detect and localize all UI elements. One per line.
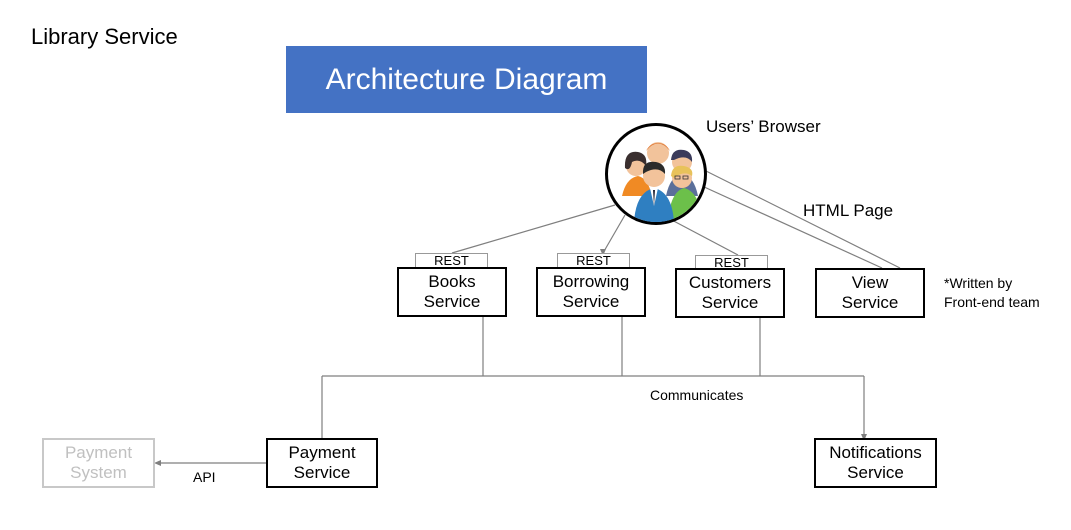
diagram-title: Architecture Diagram xyxy=(325,62,608,96)
page-title: Library Service xyxy=(31,24,178,49)
payment-system-line2: System xyxy=(70,463,127,482)
edge-browser-borrowing xyxy=(602,214,626,254)
payment-system-line1: Payment xyxy=(64,443,133,462)
front-end-note-line2: Front-end team xyxy=(944,294,1040,310)
front-end-note: *Written by Front-end team xyxy=(944,274,1040,312)
view-service-line2: Service xyxy=(841,293,899,312)
payment-system-box: Payment System xyxy=(42,438,155,488)
edge-browser-view-b xyxy=(701,185,883,269)
customers-service-line2: Service xyxy=(701,293,759,312)
borrowing-service-line2: Service xyxy=(562,292,620,311)
payment-service-box: Payment Service xyxy=(266,438,378,488)
api-label: API xyxy=(193,469,216,485)
edge-browser-view-a xyxy=(703,169,901,269)
notifications-service-line2: Service xyxy=(847,463,904,482)
notifications-service-box: Notifications Service xyxy=(814,438,937,488)
users-group-icon xyxy=(605,123,707,225)
books-service-line2: Service xyxy=(423,292,481,311)
view-service-box: View Service xyxy=(815,268,925,318)
customers-service-box: Customers Service xyxy=(675,268,785,318)
arrowhead-api xyxy=(154,460,161,466)
payment-service-line1: Payment xyxy=(288,443,356,462)
borrowing-service-line1: Borrowing xyxy=(552,272,630,291)
customers-service-line1: Customers xyxy=(688,273,772,292)
payment-service-line2: Service xyxy=(293,463,351,482)
communicates-label: Communicates xyxy=(650,387,744,403)
arrowhead-notifications xyxy=(861,434,867,441)
browser-label: Users’ Browser xyxy=(706,117,821,136)
books-service-line1: Books xyxy=(428,272,476,291)
notifications-service-line1: Notifications xyxy=(829,443,922,462)
edge-browser-customers xyxy=(667,217,739,256)
rest-tag-books: REST xyxy=(415,253,488,268)
rest-tag-customers: REST xyxy=(695,255,768,270)
borrowing-service-box: Borrowing Service xyxy=(536,267,646,317)
view-service-line1: View xyxy=(851,273,889,292)
books-service-box: Books Service xyxy=(397,267,507,317)
arrowhead-borrowing xyxy=(600,249,606,256)
edge-browser-books xyxy=(451,204,616,254)
html-page-label: HTML Page xyxy=(803,201,894,220)
diagram-title-banner: Architecture Diagram xyxy=(286,46,647,113)
rest-tag-borrowing: REST xyxy=(557,253,630,268)
front-end-note-line1: *Written by xyxy=(944,275,1013,291)
